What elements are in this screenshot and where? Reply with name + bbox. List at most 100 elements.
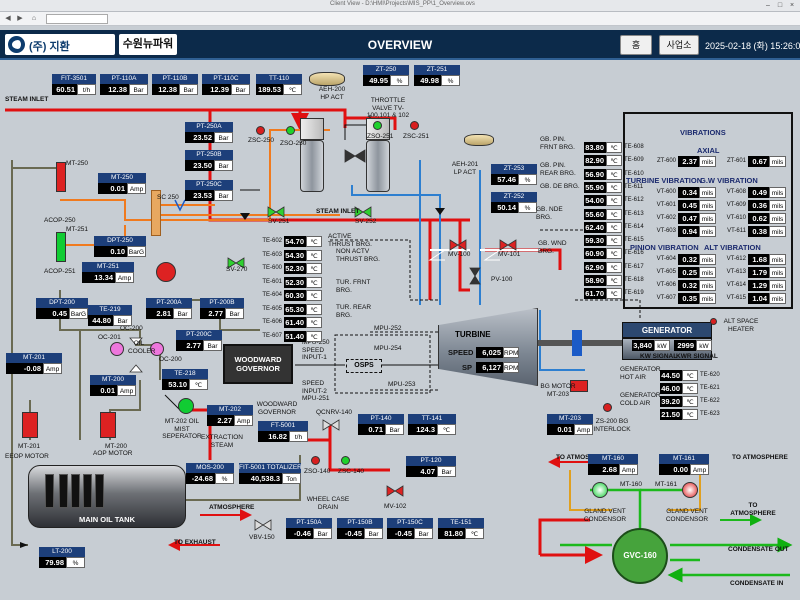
back-icon[interactable]: ◀ xyxy=(5,15,11,22)
gvc160-condenser[interactable]: GVC-160 xyxy=(612,528,668,584)
minimize-icon[interactable]: – xyxy=(766,2,770,9)
tank-pump-icon xyxy=(95,474,104,508)
mos200-tag[interactable]: MOS-200-24.68% xyxy=(186,463,234,484)
woodward-governor-block[interactable]: WOODWARD GOVERNOR xyxy=(223,344,293,384)
home-icon[interactable]: ⌂ xyxy=(31,15,37,22)
home-button[interactable]: 홈 xyxy=(620,35,652,55)
maximize-icon[interactable]: □ xyxy=(777,2,783,9)
close-icon[interactable]: × xyxy=(789,2,795,9)
tag-unit: ℃ xyxy=(189,379,208,390)
address-input[interactable] xyxy=(46,14,108,24)
heater-indicator xyxy=(710,318,717,325)
vibration-panel xyxy=(623,112,793,309)
gvc-left-label: GLAND VENT CONDENSOR xyxy=(583,508,627,523)
plant-button[interactable]: 사업소 xyxy=(659,35,699,55)
forward-icon[interactable]: ▶ xyxy=(17,15,23,22)
osps-block[interactable]: OSPS xyxy=(346,359,382,373)
temp-unit: ℃ xyxy=(606,235,622,247)
gearbox-bearing-label: GB. NDE BRG. xyxy=(536,206,563,221)
